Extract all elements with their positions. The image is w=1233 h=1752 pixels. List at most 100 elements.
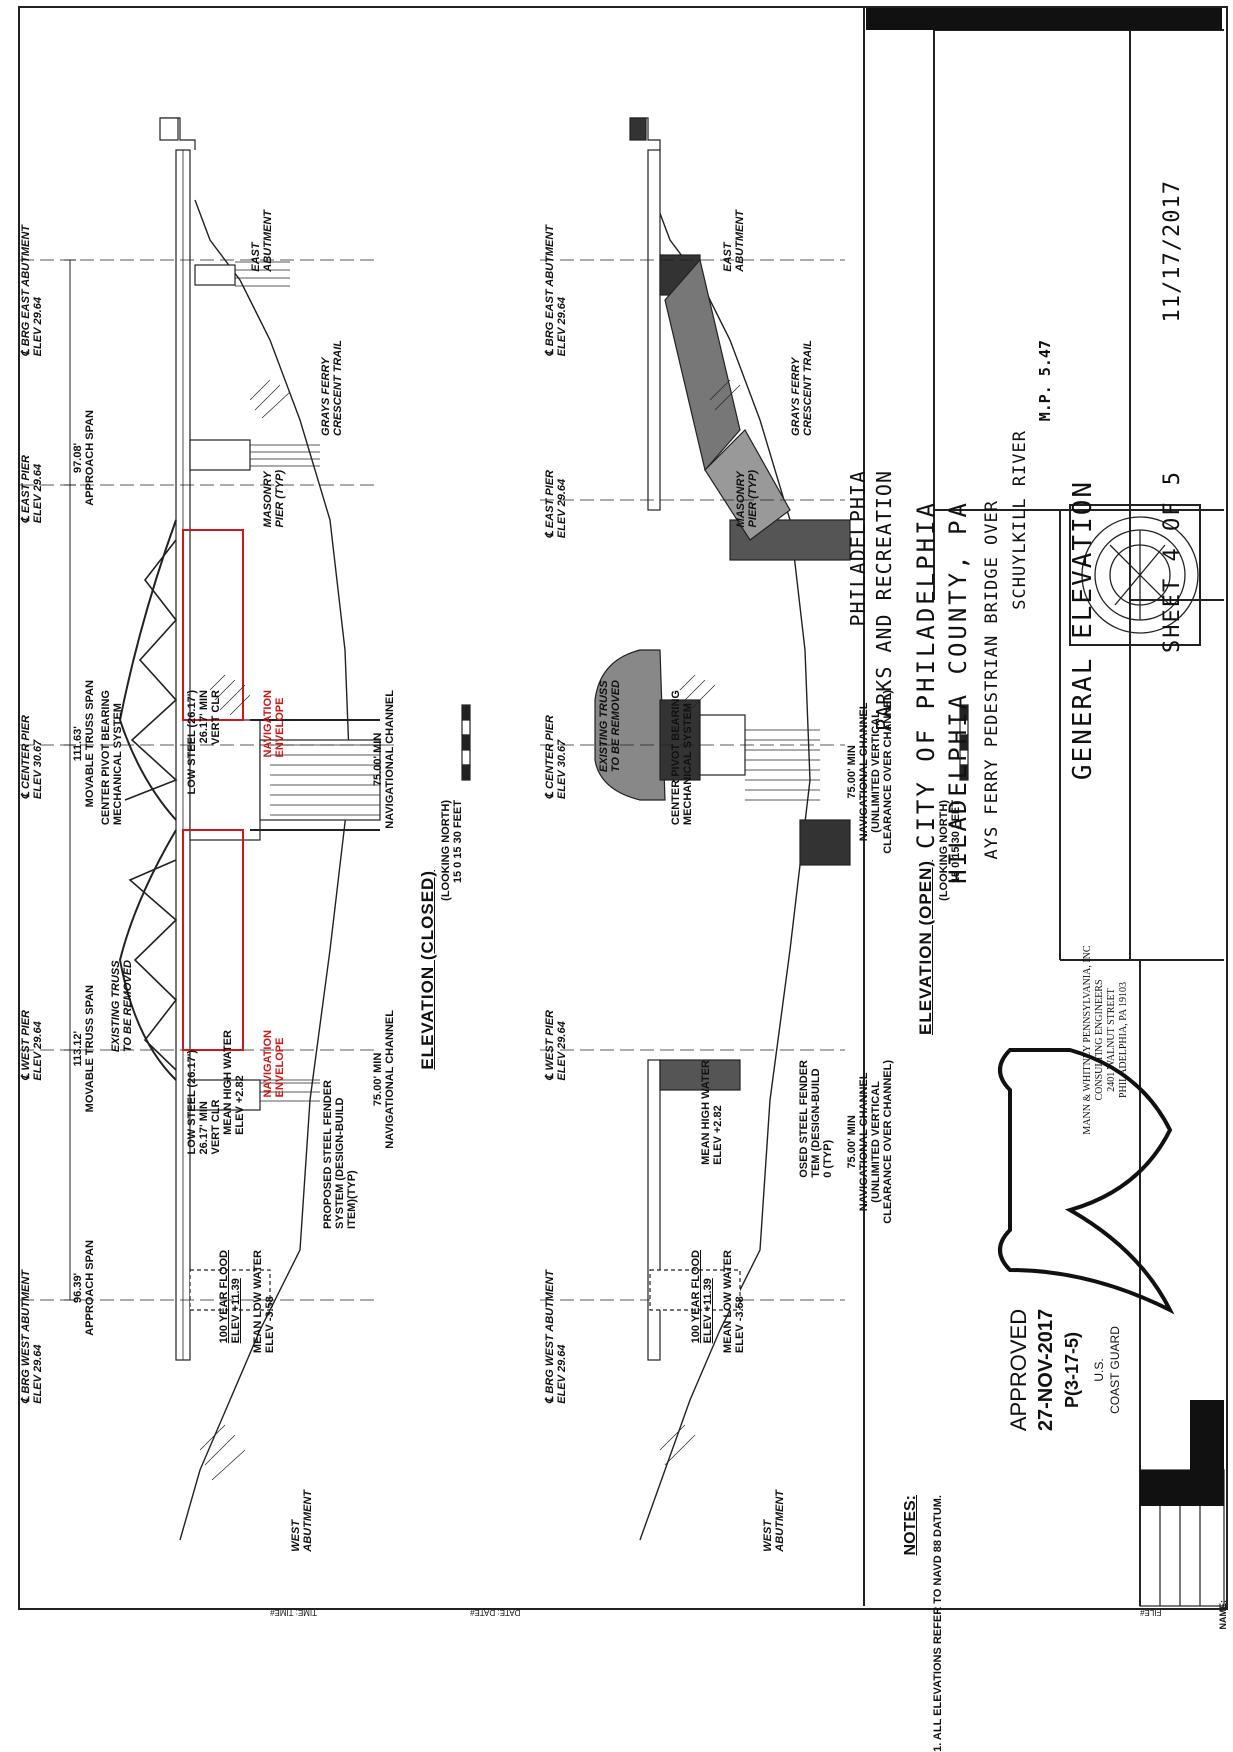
open-mhw-label: MEAN HIGH WATER ELEV +2.82 (700, 1060, 724, 1165)
closed-west-abutment-line1: WEST (290, 1519, 302, 1552)
closed-nav-envelope-w: NAVIGATION ENVELOPE (262, 1030, 286, 1097)
open-masonry-line2: PIER (TYP) (747, 470, 759, 528)
project-line-1: AYS FERRY PEDESTRIAN BRIDGE OVER (982, 500, 1002, 860)
closed-nav-channel-w-line2: NAVIGATIONAL CHANNEL (384, 1010, 396, 1149)
open-flood-label: 100 YEAR FLOOD ELEV +11.39 (690, 1250, 714, 1343)
closed-flood-line2: ELEV +11.39 (230, 1278, 242, 1344)
open-west-pier-label: ℄ WEST PIER ELEV 29.64 (544, 1010, 568, 1081)
sheet-number: SHEET 4 OF 5 (1160, 470, 1185, 653)
open-east-pier-label: ℄ EAST PIER ELEV 29.64 (544, 470, 568, 538)
closed-nav-channel-w: 75.00' MIN NAVIGATIONAL CHANNEL (372, 1010, 396, 1149)
closed-nav-channel-e-line2: NAVIGATIONAL CHANNEL (384, 690, 396, 829)
closed-masonry-label: MASONRY PIER (TYP) (262, 470, 286, 527)
closed-mlw-label: MEAN LOW WATER ELEV -3.58 (252, 1250, 276, 1353)
closed-low-steel-e-label: LOW STEEL (26.17') 26.17' MIN VERT CLR (186, 690, 222, 795)
open-nav-channel-w: 75.00' MIN NAVIGATIONAL CHANNEL (UNLIMIT… (846, 1060, 894, 1224)
closed-low-steel-w-line3: VERT CLR (210, 1099, 222, 1155)
open-fender-line2: TEM (DESIGN-BUILD (810, 1068, 822, 1178)
closed-center-pier-line1: ℄ CENTER PIER (20, 715, 32, 800)
closed-pivot-label: CENTER PIVOT BEARING MECHANICAL SYSTEM (100, 690, 124, 825)
open-elevation-subtitle: (LOOKING NORTH) (938, 800, 950, 901)
closed-brg-west-line1: ℄ BRG WEST ABUTMENT (20, 1270, 32, 1404)
open-east-abutment-label: EAST ABUTMENT (722, 210, 746, 272)
open-pivot-label: CENTER PIVOT BEARING MECHANICAL SYSTEM (670, 690, 694, 825)
closed-mhw-label: MEAN HIGH WATER ELEV +2.82 (222, 1030, 246, 1135)
closed-mlw-line1: MEAN LOW WATER (252, 1250, 264, 1354)
closed-east-pier-line2: ELEV 29.64 (32, 463, 44, 524)
closed-east-span: 97.08' APPROACH SPAN (72, 410, 96, 506)
closed-west-span: 96.39' APPROACH SPAN (72, 1240, 96, 1336)
closed-fender-line3: ITEM)(TYP) (346, 1170, 358, 1229)
stamp-approved: APPROVED (1006, 1308, 1031, 1432)
drawing-title: GENERAL ELEVATION (1068, 480, 1098, 781)
closed-east-span-name: APPROACH SPAN (84, 410, 96, 506)
closed-flood-label: 100 YEAR FLOOD ELEV +11.39 (218, 1250, 242, 1343)
closed-mov-e-span-length: 111.63' (72, 726, 84, 762)
margin-file-label: FILE# (1140, 1608, 1162, 1617)
closed-east-abutment-label: EAST ABUTMENT (250, 210, 274, 272)
closed-nav-channel-w-line1: 75.00' MIN (372, 1052, 384, 1107)
open-nav-e-line4: CLEARANCE OVER CHANNEL) (882, 690, 894, 854)
closed-center-pier-line2: ELEV 30.67 (32, 739, 44, 800)
open-west-pier-line2: ELEV 29.64 (556, 1021, 568, 1081)
open-brg-east-line2: ELEV 29.64 (556, 297, 568, 357)
open-east-abutment-line1: EAST (722, 242, 734, 272)
open-existing-truss-label: EXISTING TRUSS TO BE REMOVED (598, 680, 622, 772)
closed-west-pier-label: ℄ WEST PIER ELEV 29.64 (20, 1010, 44, 1081)
closed-brg-east-label: ℄ BRG EAST ABUTMENT ELEV 29.64 (20, 225, 44, 356)
open-brg-west-label: ℄ BRG WEST ABUTMENT ELEV 29.64 (544, 1270, 568, 1404)
closed-low-steel-e-line2: 26.17' MIN (198, 690, 210, 744)
open-nav-w-line3: (UNLIMITED VERTICAL (870, 1081, 882, 1203)
closed-brg-west-line2: ELEV 29.64 (32, 1344, 44, 1404)
open-flood-line2: ELEV +11.39 (702, 1278, 714, 1344)
closed-nav-envelope-w-line1: NAVIGATION (262, 1030, 274, 1098)
stamp-permit: P(3-17-5) (1062, 1331, 1082, 1409)
closed-nav-envelope-e: NAVIGATION ENVELOPE (262, 690, 286, 757)
closed-existing-truss-label: EXISTING TRUSS TO BE REMOVED (110, 960, 134, 1052)
firm-line-1: MANN & WHITNEY PENNSYLVANIA, INC (1082, 945, 1093, 1135)
closed-east-abutment-line2: ABUTMENT (262, 210, 274, 272)
closed-flood-line1: 100 YEAR FLOOD (218, 1250, 230, 1344)
closed-brg-west-label: ℄ BRG WEST ABUTMENT ELEV 29.64 (20, 1270, 44, 1404)
notes-heading: NOTES: (902, 1495, 919, 1556)
closed-west-abutment-label: WEST ABUTMENT (290, 1490, 314, 1552)
closed-east-abutment-line1: EAST (250, 242, 262, 272)
open-nav-e-line1: 75.00' MIN (846, 745, 858, 799)
open-elevation-title: ELEVATION (OPEN) (916, 860, 935, 1035)
open-mlw-label: MEAN LOW WATER ELEV -3.58 (722, 1250, 746, 1353)
closed-masonry-line1: MASONRY (262, 471, 274, 528)
note-1: 1. ALL ELEVATIONS REFER TO NAVD 88 DATUM… (932, 1495, 944, 1752)
closed-existing-truss-line1: EXISTING TRUSS (110, 960, 122, 1053)
open-flood-line1: 100 YEAR FLOOD (690, 1250, 702, 1344)
closed-west-span-length: 96.39' (72, 1272, 84, 1303)
closed-elevation-subtitle: (LOOKING NORTH) (440, 800, 452, 901)
closed-fender-label: PROPOSED STEEL FENDER SYSTEM (DESIGN-BUI… (322, 1080, 358, 1229)
closed-brg-east-line1: ℄ BRG EAST ABUTMENT (20, 225, 32, 357)
open-east-abutment-line2: ABUTMENT (734, 210, 746, 272)
open-fender-label: OSED STEEL FENDER TEM (DESIGN-BUILD 0 (T… (798, 1060, 834, 1178)
open-nav-e-line3: (UNLIMITED VERTICAL (870, 711, 882, 833)
closed-low-steel-w-line1: LOW STEEL (26.17') (186, 1050, 198, 1155)
closed-brg-east-line2: ELEV 29.64 (32, 297, 44, 357)
stamp-us: U.S. (1092, 1358, 1106, 1382)
closed-nav-envelope-w-line2: ENVELOPE (274, 1037, 286, 1098)
closed-fender-line1: PROPOSED STEEL FENDER (322, 1080, 334, 1229)
closed-scale-label: 15 0 15 30 FEET (452, 800, 464, 884)
open-mhw-line2: ELEV +2.82 (712, 1105, 724, 1165)
margin-name-label: NAME: (1218, 1600, 1228, 1630)
closed-mov-w-span: 113.12' MOVABLE TRUSS SPAN (72, 985, 96, 1112)
title-block-agency: PHILADELPHIA (846, 470, 870, 627)
open-east-pier-line1: ℄ EAST PIER (544, 470, 556, 539)
closed-east-span-length: 97.08' (72, 442, 84, 473)
closed-west-pier-line2: ELEV 29.64 (32, 1021, 44, 1081)
project-line-2: SCHUYLKILL RIVER (1010, 430, 1030, 610)
open-nav-w-line1: 75.00' MIN (846, 1115, 858, 1169)
bridge-elevations-drawing (20, 6, 1225, 1607)
closed-east-pier-label: ℄ EAST PIER ELEV 29.64 (20, 455, 44, 523)
open-masonry-line1: MASONRY (735, 471, 747, 528)
open-brg-east-label: ℄ BRG EAST ABUTMENT ELEV 29.64 (544, 225, 568, 356)
open-trail-line2: CRESCENT TRAIL (802, 340, 814, 436)
open-mhw-line1: MEAN HIGH WATER (700, 1060, 712, 1165)
closed-elevation-title: ELEVATION (CLOSED) (418, 870, 437, 1070)
open-center-pier-line2: ELEV 30.67 (556, 739, 568, 800)
